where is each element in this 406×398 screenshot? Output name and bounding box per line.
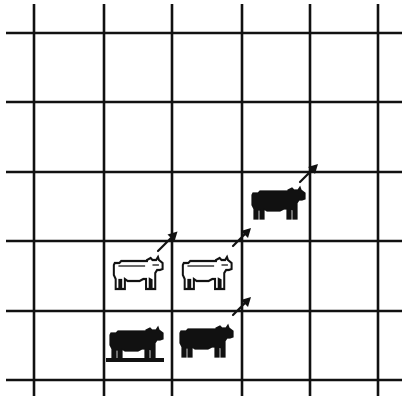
cow-body-outline bbox=[183, 257, 232, 289]
animals-layer bbox=[106, 187, 305, 362]
cow-body-outline bbox=[114, 257, 163, 289]
cow-body-solid bbox=[252, 187, 305, 219]
solid-cow-with-ground-icon bbox=[106, 327, 164, 362]
arrows-layer bbox=[158, 164, 318, 315]
outline-cow-icon bbox=[114, 257, 163, 289]
solid-cow-icon bbox=[252, 187, 305, 219]
cow-body-solid bbox=[180, 325, 233, 357]
ground-bar bbox=[106, 358, 164, 362]
outline-cow-icon bbox=[183, 257, 232, 289]
solid-cow-icon bbox=[180, 325, 233, 357]
cow-body-solid bbox=[110, 327, 163, 359]
